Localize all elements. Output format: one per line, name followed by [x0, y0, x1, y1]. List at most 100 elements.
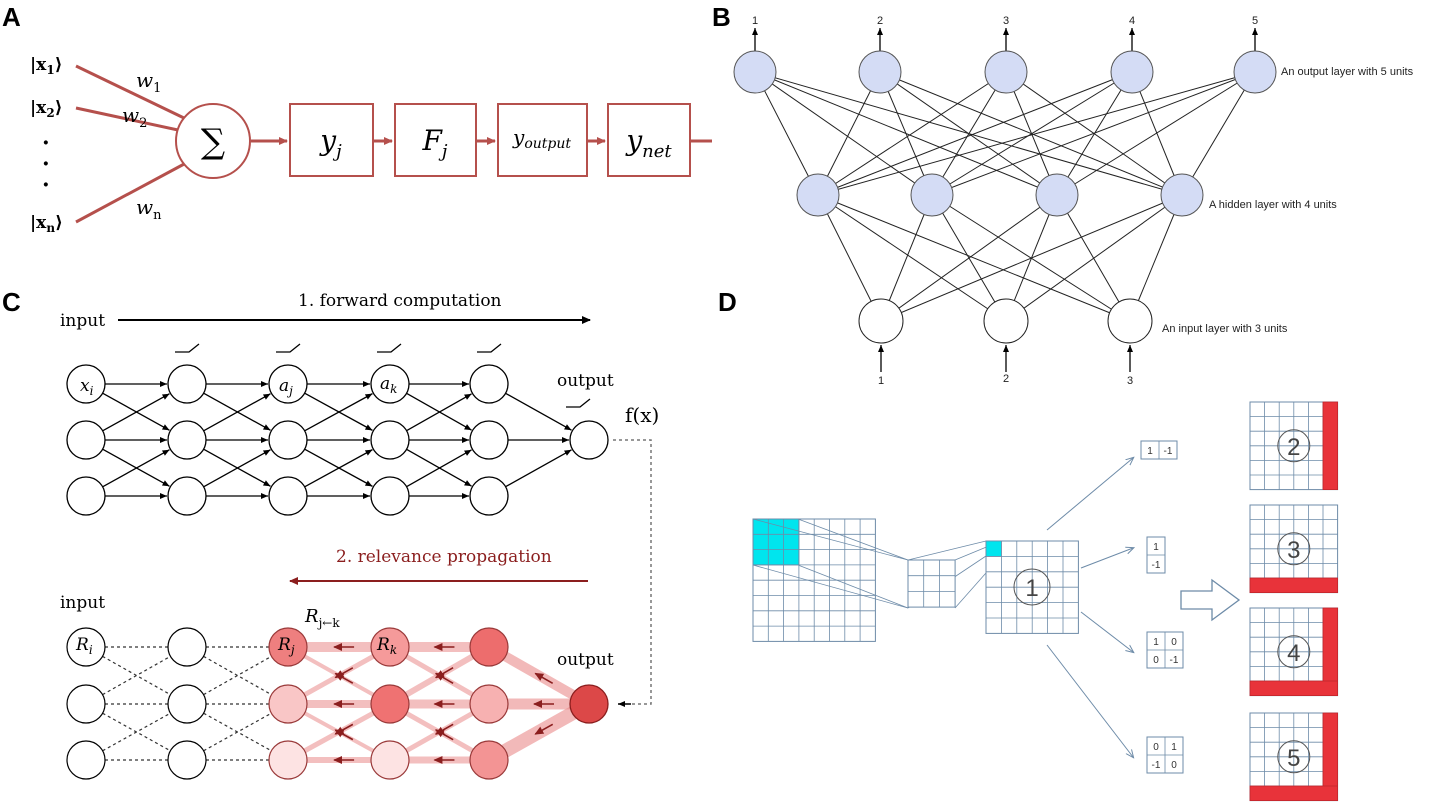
hidden-unit-4 [1160, 173, 1204, 217]
output-layer-caption: An output layer with 5 units [1281, 66, 1414, 78]
edge-hidden-1-input-1 [817, 194, 882, 322]
forward-computation-label: 1. forward computation [298, 291, 502, 311]
box-fj [394, 103, 477, 177]
projection-line [797, 518, 909, 561]
filter-branch-arrow-2 [1080, 548, 1133, 569]
output-index-1: 1 [752, 15, 758, 27]
forward-network-edges [102, 381, 572, 499]
output-feedback-connector [613, 439, 652, 705]
unit-l4-r3 [370, 476, 410, 516]
filter-4-value: 0 [1171, 760, 1177, 771]
kernel-grid [907, 559, 956, 608]
output-index-3: 3 [1003, 15, 1009, 27]
filter-4-value: -1 [1152, 760, 1161, 771]
feature-map-5-number: 5 [1287, 745, 1300, 772]
ellipsis-dot-2: · [42, 151, 50, 177]
box-fj-label: Fj [421, 124, 447, 162]
dashed-edge [102, 655, 171, 696]
dashed-edge [102, 712, 171, 752]
edge-output-4-hidden-2 [931, 71, 1133, 196]
node-label-rk: Rk [376, 635, 397, 657]
feature-map-3-edge-row [1249, 577, 1338, 594]
unit-l5-r1 [469, 364, 509, 404]
edge-output-5-hidden-1 [817, 71, 1256, 196]
dashed-edge [203, 712, 272, 752]
output-unit-5 [1233, 50, 1277, 94]
relevance-network-units [66, 627, 609, 780]
output-index-4: 4 [1129, 15, 1135, 27]
feature-map-4-number: 4 [1287, 640, 1300, 667]
node-label-aj: aj [279, 376, 293, 398]
input-label-top: input [60, 311, 105, 331]
unit-l4-r1 [370, 364, 410, 404]
forward-network-units [66, 364, 609, 516]
edge-hidden-4-input-1 [880, 194, 1183, 322]
network-b-units [733, 50, 1277, 344]
relevance-unit-l2-r2 [167, 684, 207, 724]
relevance-unit-l2-r3 [167, 740, 207, 780]
relevance-unit-l4-r3 [370, 740, 410, 780]
input-label-2: |x2⟩ [30, 98, 62, 120]
unit-l5-r2 [469, 420, 509, 460]
feature-map-1-number-ring [1013, 568, 1051, 606]
projection-line [907, 540, 987, 561]
input-label-bottom: input [60, 593, 105, 613]
filter-branch-arrow-1 [1046, 458, 1133, 531]
weight-label-2: w2 [122, 103, 147, 131]
block-arrow-icon [1180, 578, 1241, 622]
output-index-2: 2 [877, 15, 883, 27]
ellipsis-dot-3: · [42, 172, 50, 198]
relu-icon-1 [175, 343, 200, 353]
projection-line [752, 518, 909, 561]
panel-a: A |x1⟩ |x2⟩ |xn⟩ · · · 1w1 w2 wn ∑ [2, 2, 712, 235]
forward-edge [406, 393, 472, 432]
relevance-arrow-mark [534, 672, 554, 684]
filter-1-value: -1 [1164, 446, 1173, 457]
filter-3-value: 1 [1153, 637, 1159, 648]
relu-icon-5 [566, 398, 591, 408]
f-of-x-label: f(x) [625, 403, 659, 427]
receptive-field-highlight [752, 518, 800, 566]
projection-line [797, 564, 909, 609]
box-youtput-label: youtput [512, 125, 571, 152]
edge-hidden-3-input-1 [880, 194, 1058, 322]
edge-output-2-hidden-2 [879, 71, 933, 196]
weight-label-1: 1w1 [136, 68, 161, 96]
hidden-unit-1 [796, 173, 840, 217]
input-label-n: |xn⟩ [30, 213, 63, 235]
output-label-bottom: output [557, 650, 614, 670]
network-b-io-arrows [752, 28, 1258, 372]
output-index-5: 5 [1252, 15, 1258, 27]
relu-activation-icons [175, 343, 591, 408]
feature-map-4-number-ring [1277, 635, 1311, 669]
input-edge-2 [75, 106, 179, 132]
filter-1-value: 1 [1147, 446, 1153, 457]
filter-3-value: -1 [1170, 655, 1179, 666]
relevance-unit-l4-r2 [370, 684, 410, 724]
hidden-unit-2 [910, 173, 954, 217]
panel-b: B 1 2 3 4 5 1 2 3 An output layer with 5… [712, 2, 1414, 387]
node-label-rj: Rj [277, 635, 295, 657]
forward-edge [203, 449, 271, 488]
edge-hidden-1-input-2 [817, 194, 1007, 322]
edge-output-5-hidden-4 [1181, 71, 1256, 196]
panel-d-letter: D [718, 287, 737, 317]
edge-output-1-hidden-1 [754, 71, 819, 196]
unit-l5-r3 [469, 476, 509, 516]
edge-output-3-hidden-1 [817, 71, 1007, 196]
relevance-arrow-mark [334, 729, 354, 741]
edge-output-4-hidden-4 [1131, 71, 1183, 196]
edge-hidden-4-input-3 [1129, 194, 1183, 322]
panel-a-letter: A [2, 2, 21, 32]
dashed-edge [203, 655, 272, 696]
box-ynet [607, 103, 691, 177]
output-label-top: output [557, 371, 614, 391]
filter-branch-arrow-3 [1080, 611, 1133, 652]
feature-map-5-edge-row [1249, 785, 1338, 802]
input-unit-2 [983, 298, 1029, 344]
filter-4-value: 1 [1171, 742, 1177, 753]
unit-l3-r3 [268, 476, 308, 516]
edge-output-5-hidden-3 [1056, 71, 1256, 196]
box-yj-label: yj [318, 124, 342, 162]
panel-c: C input 1. forward computation output f(… [2, 287, 659, 780]
